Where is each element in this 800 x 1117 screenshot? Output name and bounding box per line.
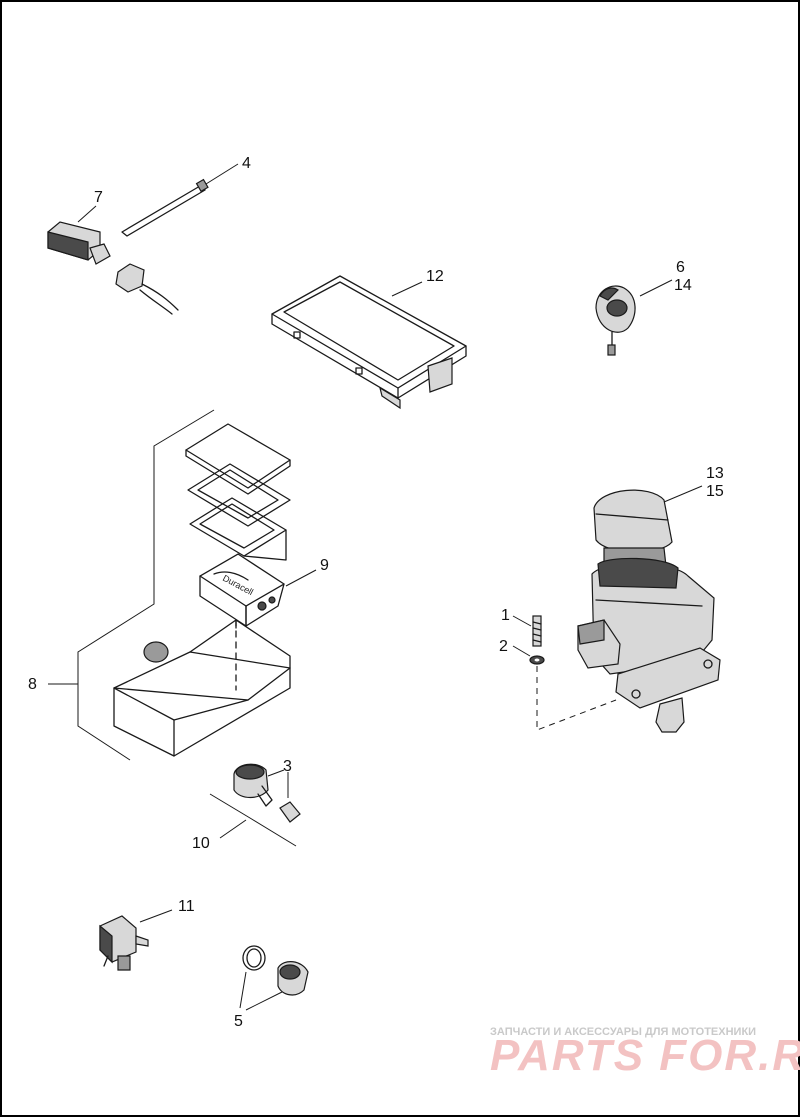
callout-11: 11 xyxy=(178,898,195,915)
callout-4: 4 xyxy=(242,155,251,172)
callout-1: 1 xyxy=(501,607,510,624)
callout-9: 9 xyxy=(320,557,329,574)
part-7-connector xyxy=(47,205,179,315)
callout-5: 5 xyxy=(234,1013,243,1030)
callout-6: 6 xyxy=(676,259,685,276)
callout-3: 3 xyxy=(283,758,292,775)
part-8-battery-tray xyxy=(113,619,291,757)
part-11-sensor xyxy=(99,909,173,971)
callout-12: 12 xyxy=(426,268,444,285)
watermark-tagline: ЗАПЧАСТИ И АКСЕССУАРЫ ДЛЯ МОТОТЕХНИКИ xyxy=(490,1026,756,1038)
part-10-switch xyxy=(209,763,301,847)
callout-2: 2 xyxy=(499,638,508,655)
callout-14: 14 xyxy=(674,277,692,294)
callout-7: 7 xyxy=(94,189,103,206)
callout-10: 10 xyxy=(192,835,210,852)
part-8-covers xyxy=(185,423,291,561)
part-2-washer xyxy=(512,645,545,665)
callout-15: 15 xyxy=(706,483,724,500)
callout-8: 8 xyxy=(28,676,37,693)
part-8-kit-bracket xyxy=(48,409,215,761)
part-6-14-key-fob xyxy=(595,279,673,356)
part-4-cable-tie xyxy=(121,163,239,237)
part-12-module xyxy=(271,275,467,410)
part-1-screw xyxy=(512,615,542,647)
watermark-logo: PARTS FOR.RU xyxy=(490,1031,800,1080)
callout-13: 13 xyxy=(706,465,724,482)
part-5-oring-plug xyxy=(239,945,309,1011)
part-13-15-ignition-assembly xyxy=(577,485,721,733)
